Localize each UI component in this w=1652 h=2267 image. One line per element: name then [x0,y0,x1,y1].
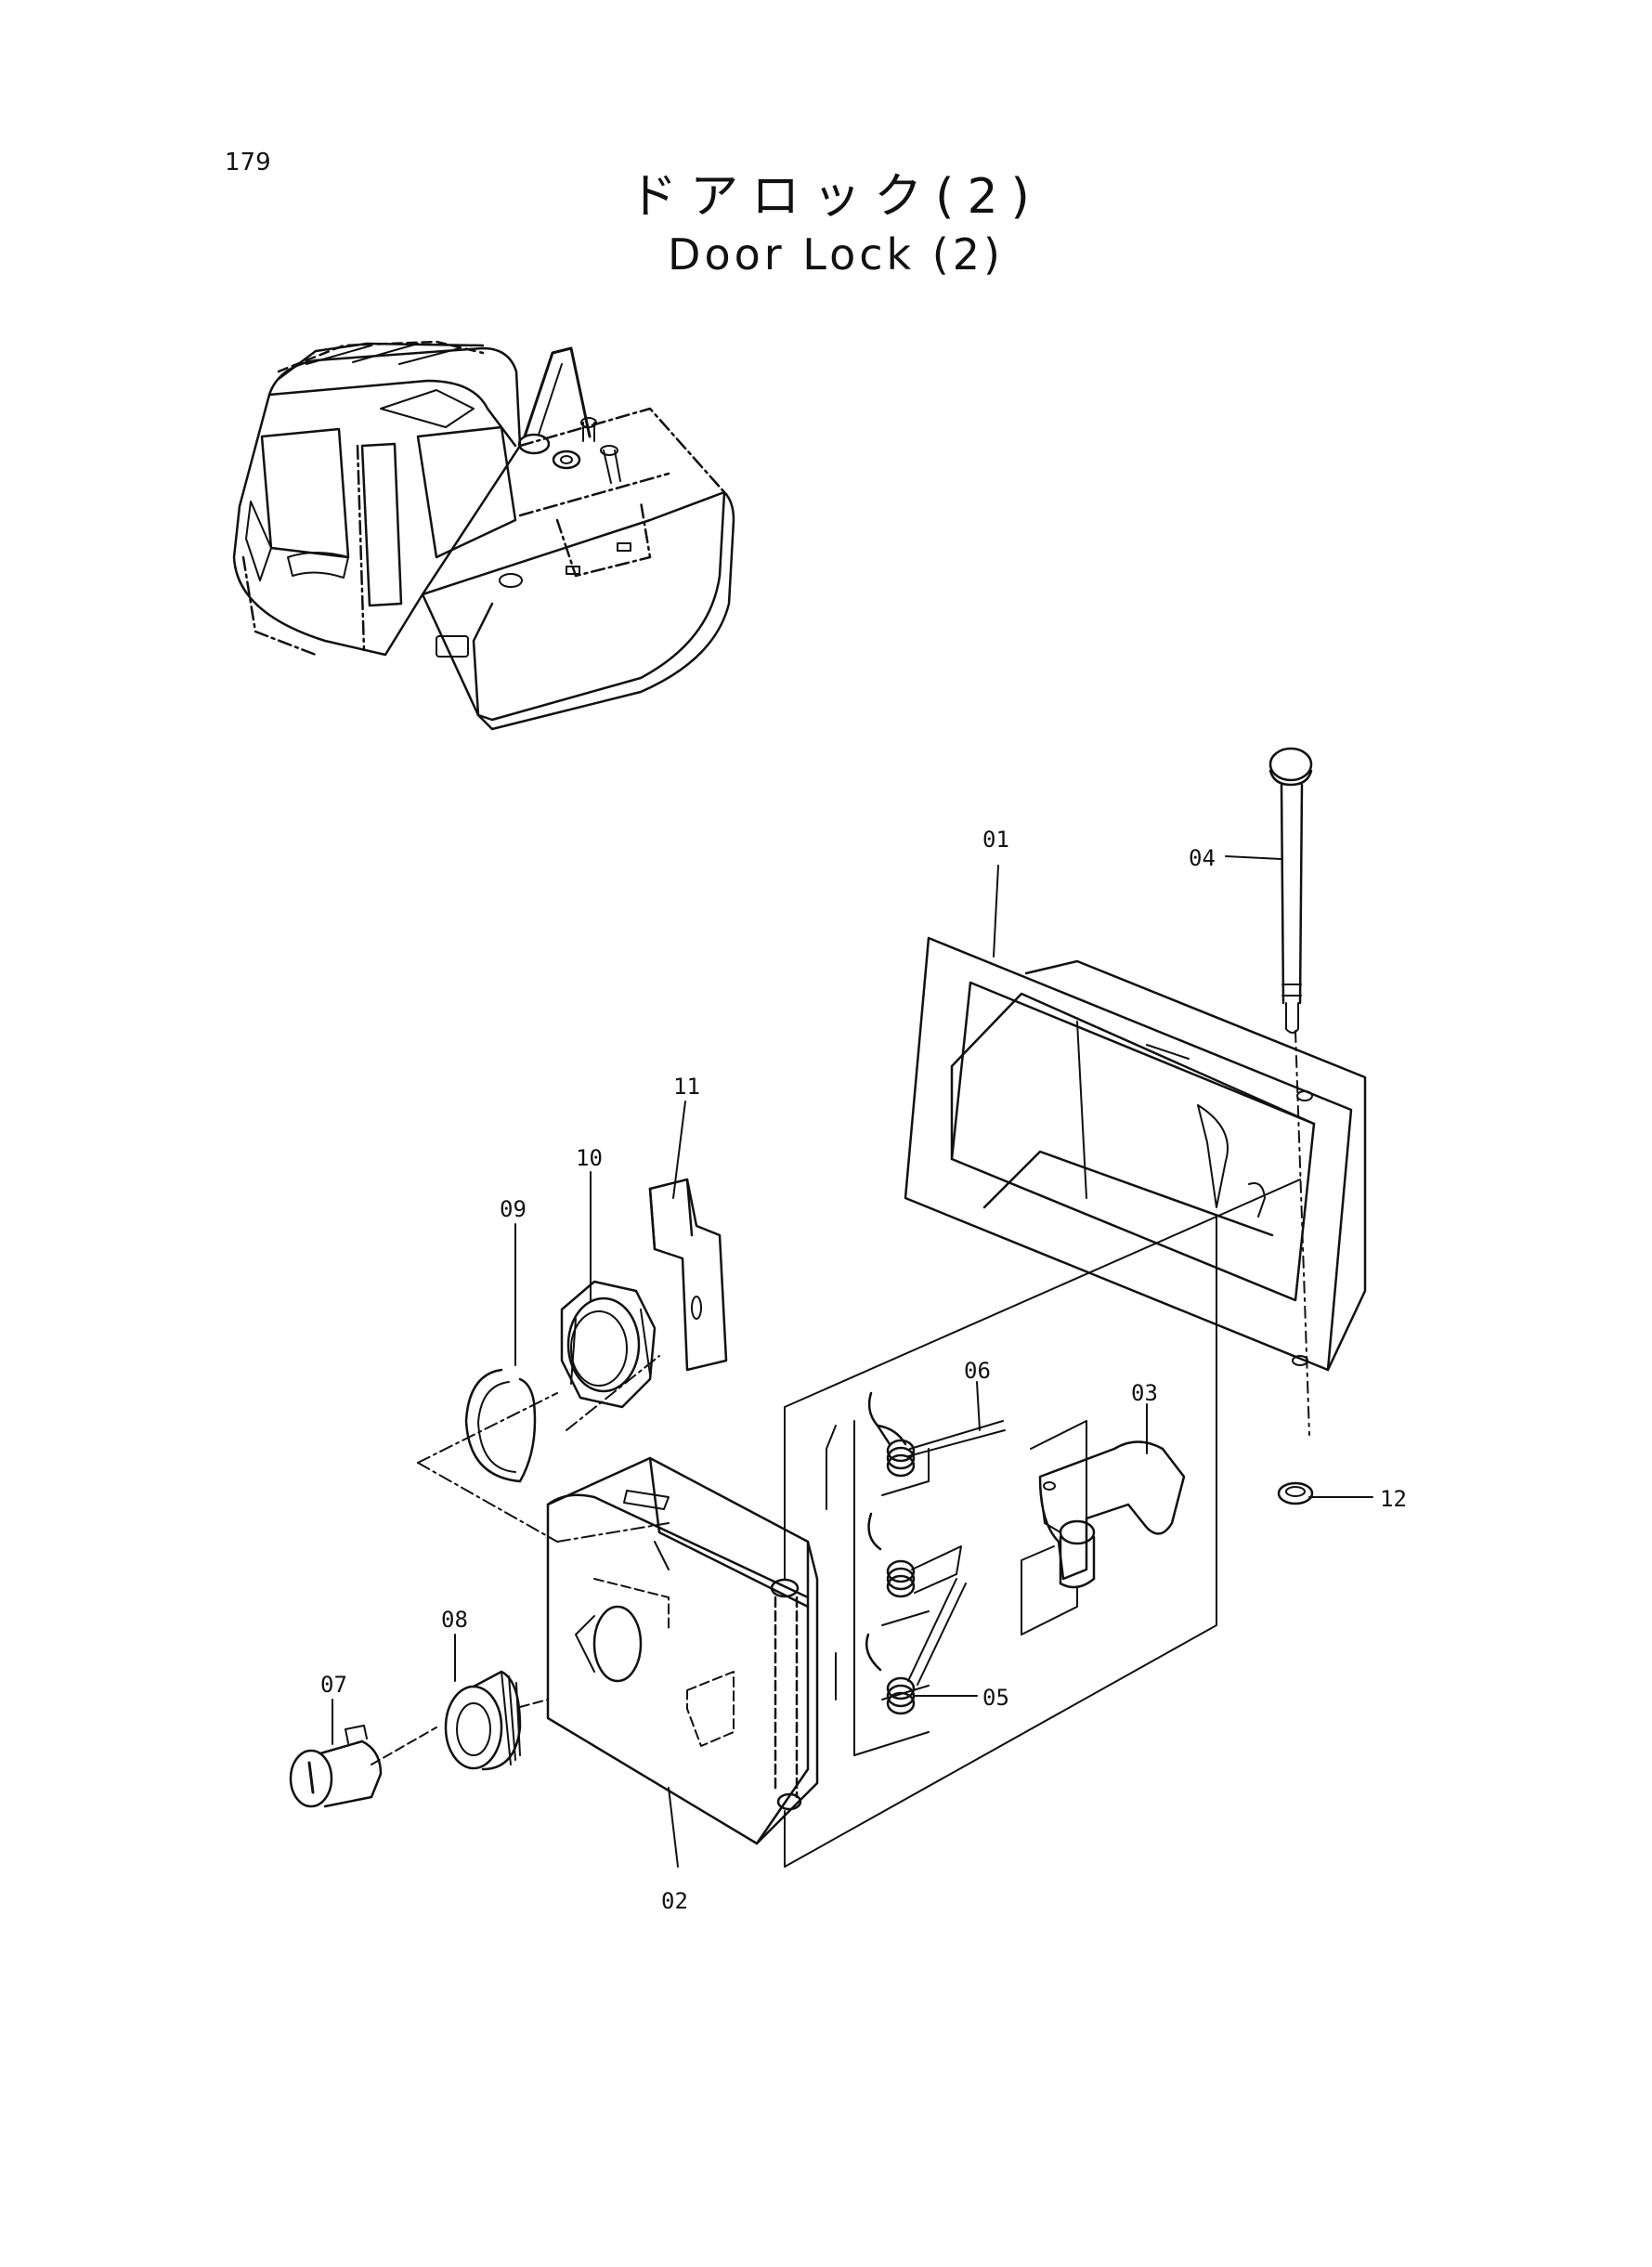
part-12-retaining-ring [1277,1481,1314,1505]
leader-01 [993,865,999,958]
part-02-lock-body [546,1456,819,1845]
part-07-key-cylinder [289,1725,437,1808]
part-06-spring [867,1391,1006,1478]
leader-06 [976,1381,981,1431]
callout-08: 08 [441,1607,468,1633]
callout-10: 10 [576,1145,603,1171]
part-10-nut [560,1280,657,1409]
callout-07: 07 [320,1672,347,1698]
callout-01: 01 [982,827,1009,853]
part-11-plate [648,1178,728,1372]
part-09-snap-ring [464,1368,537,1483]
callout-09: 09 [500,1196,527,1222]
spring-assembly-lines [826,1420,1087,1756]
page-title: ドアロック(2) Door Lock (2) [576,167,1096,282]
leader-lines [332,855,1373,1868]
callout-04: 04 [1189,845,1216,871]
page-number: 179 [225,149,271,176]
title-japanese: ドアロック(2) [629,169,1043,225]
part-04-pin [1268,747,1313,1436]
case-connection-lines [784,1179,1301,1868]
part-callouts: 01 02 03 04 05 06 07 08 09 10 11 12 [320,827,1407,1914]
assembly-lines [417,1355,670,1543]
callout-05: 05 [982,1685,1009,1711]
leader-11 [672,1101,686,1199]
part-03-latch-lever [1038,1440,1186,1589]
part-08-bushing [444,1670,549,1771]
callout-02: 02 [661,1888,688,1914]
callout-06: 06 [964,1358,991,1384]
title-english: Door Lock (2) [668,229,1004,280]
part-01-lock-case [904,936,1367,1372]
leader-04 [1225,855,1282,860]
callout-12: 12 [1380,1486,1407,1512]
part-05-spring-lower [865,1578,967,1715]
callout-03: 03 [1131,1380,1158,1406]
leader-02 [668,1787,679,1868]
callout-11: 11 [673,1074,700,1100]
machine-overview-illustration [232,340,735,731]
part-05-spring-upper [867,1512,962,1598]
